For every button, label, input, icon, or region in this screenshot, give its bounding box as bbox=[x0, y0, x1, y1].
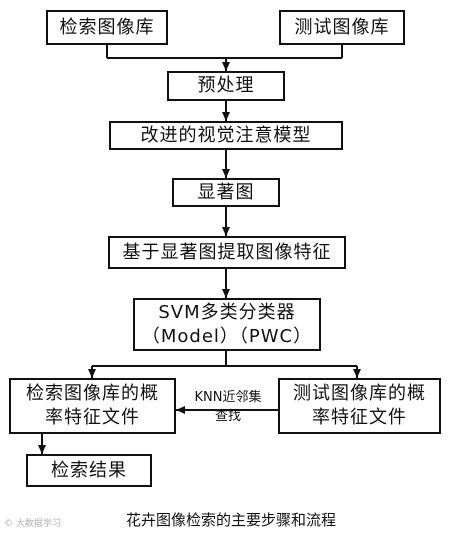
test-feature-file-box: 测试图像库的概 率特征文件 bbox=[278, 378, 441, 434]
attention-model-label: 改进的视觉注意模型 bbox=[140, 124, 312, 146]
test-feature-file-line1: 测试图像库的概 bbox=[293, 383, 426, 404]
test-image-db-box: 测试图像库 bbox=[279, 10, 405, 45]
retrieval-result-label: 检索结果 bbox=[51, 459, 127, 481]
preprocess-label: 预处理 bbox=[197, 75, 255, 96]
retrieval-result-box: 检索结果 bbox=[26, 454, 152, 487]
saliency-map-box: 显著图 bbox=[172, 178, 280, 207]
svm-classifier-label: SVM多类分类器 bbox=[158, 301, 296, 323]
test-image-db-label: 测试图像库 bbox=[294, 16, 390, 38]
knn-search-line2: 查找 bbox=[214, 409, 241, 424]
feature-extraction-label: 基于显著图提取图像特征 bbox=[122, 241, 332, 263]
knn-search-line1: KNN近邻集 bbox=[194, 390, 262, 405]
retrieval-image-db-label: 检索图像库 bbox=[59, 16, 155, 38]
saliency-map-label: 显著图 bbox=[197, 181, 255, 203]
watermark: © 大数据学习 bbox=[4, 519, 61, 529]
retrieval-feature-file-line2: 率特征文件 bbox=[45, 407, 140, 428]
retrieval-feature-file-line1: 检索图像库的概 bbox=[26, 383, 159, 404]
retrieval-image-db-box: 检索图像库 bbox=[46, 10, 168, 45]
svm-classifier-box: SVM多类分类器 （Model）（PWC） bbox=[133, 298, 321, 351]
feature-extraction-box: 基于显著图提取图像特征 bbox=[108, 236, 346, 269]
figure-caption: 花卉图像检索的主要步骤和流程 bbox=[125, 511, 336, 529]
retrieval-feature-file-box: 检索图像库的概 率特征文件 bbox=[9, 378, 176, 434]
svm-classifier-params: （Model）（PWC） bbox=[141, 325, 313, 347]
attention-model-box: 改进的视觉注意模型 bbox=[109, 121, 343, 150]
test-feature-file-line2: 率特征文件 bbox=[312, 407, 407, 428]
preprocess-box: 预处理 bbox=[167, 71, 285, 101]
knn-search-label: KNN近邻集 查找 bbox=[182, 388, 274, 426]
